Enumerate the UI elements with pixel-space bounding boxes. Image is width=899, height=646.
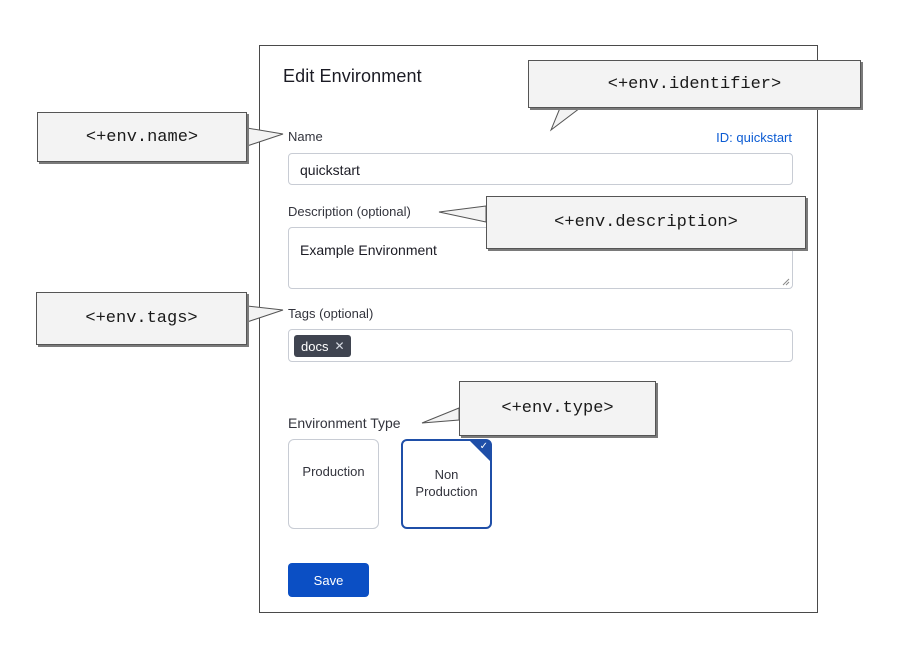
selected-corner [469, 440, 491, 462]
callout-identifier: <+env.identifier> [528, 60, 861, 108]
save-button[interactable]: Save [288, 563, 369, 597]
callout-type: <+env.type> [459, 381, 656, 436]
tag-chip-label: docs [301, 338, 329, 354]
callout-description: <+env.description> [486, 196, 806, 249]
id-value-link[interactable]: quickstart [736, 130, 792, 145]
env-type-non-production-card[interactable]: ✓ Non Production [401, 439, 492, 529]
tags-input[interactable]: docs ✕ [288, 329, 793, 362]
edit-environment-panel: Edit Environment Name ID: quickstart qui… [259, 45, 818, 613]
env-type-non-production-label: Non Production [415, 467, 478, 499]
name-input[interactable]: quickstart [288, 153, 793, 185]
callout-name: <+env.name> [37, 112, 247, 162]
remove-tag-icon[interactable]: ✕ [334, 339, 345, 353]
id-prefix: ID: [716, 130, 733, 145]
identifier-display: ID: quickstart [716, 130, 792, 145]
environment-type-label: Environment Type [288, 415, 401, 431]
name-label: Name [288, 129, 323, 144]
tag-chip: docs ✕ [294, 335, 351, 357]
callout-tags: <+env.tags> [36, 292, 247, 345]
name-input-value: quickstart [300, 162, 360, 178]
check-icon: ✓ [479, 441, 488, 452]
page-title: Edit Environment [283, 66, 422, 86]
description-label: Description (optional) [288, 204, 411, 219]
description-value: Example Environment [300, 242, 437, 258]
resize-grip-icon[interactable] [782, 278, 790, 286]
env-type-production-label: Production [302, 464, 365, 479]
env-type-production-card[interactable]: Production [288, 439, 379, 529]
tags-label: Tags (optional) [288, 306, 374, 321]
